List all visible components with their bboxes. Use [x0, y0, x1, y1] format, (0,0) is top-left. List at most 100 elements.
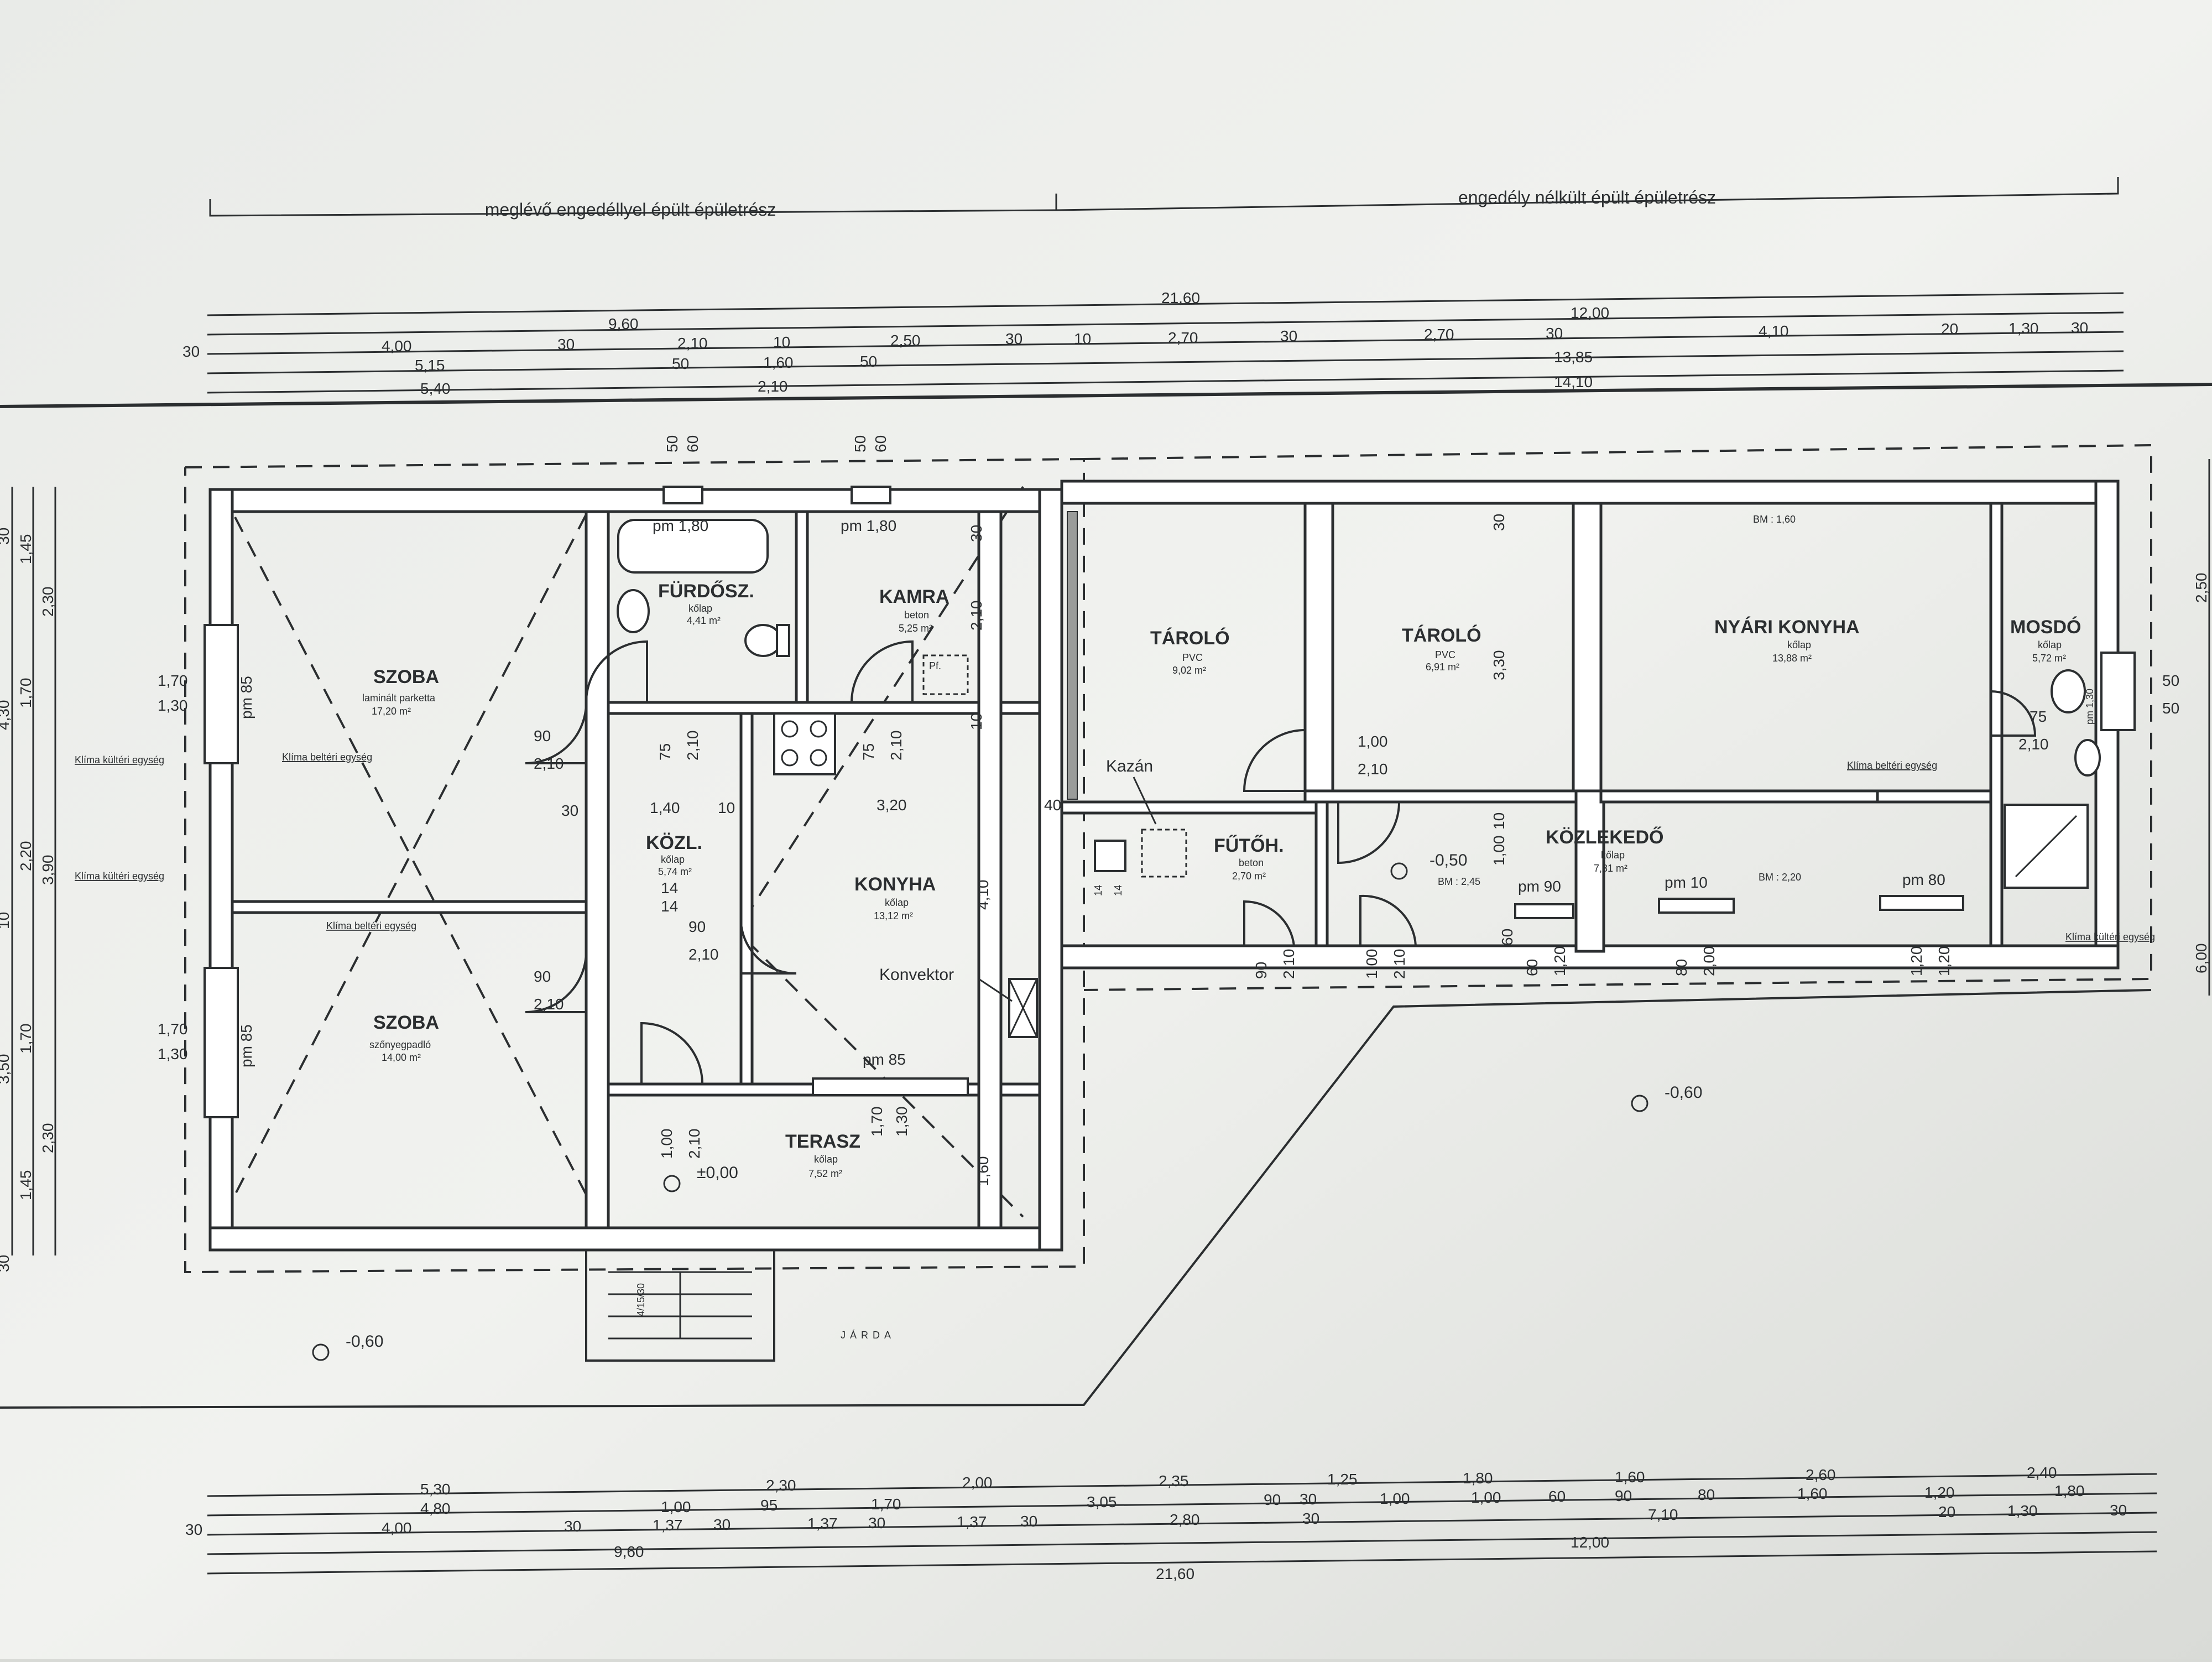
bot-r3-12: 20: [1938, 1503, 1955, 1520]
top-dimensions: 21,60 9,60 12,00 30 4,00 30 2,10 10 2,50…: [182, 289, 2124, 397]
bot-r1-1: 2,30: [766, 1477, 796, 1494]
d9-h: 2,10: [1391, 949, 1408, 980]
top-dim-r4-1: 50: [672, 355, 689, 372]
d10-h: 2,10: [2018, 736, 2049, 753]
right-dim-1: 6,00: [2193, 944, 2210, 974]
misc-2: 3,20: [877, 796, 907, 814]
pm180b: pm 1,80: [841, 517, 896, 534]
room-konyha-floor: kőlap: [885, 897, 909, 908]
klima-kulteri-label-2: Klíma kültéri egység: [75, 871, 164, 882]
bot-r2-11: 80: [1698, 1486, 1715, 1503]
room-furdo-name: FÜRDŐSZ.: [658, 581, 754, 602]
misc-18: 60: [1524, 959, 1541, 976]
bot-r3-6: 30: [868, 1514, 885, 1531]
top-dim-r4-4: 13,85: [1554, 348, 1593, 366]
bot-r2-14: 1,80: [2054, 1482, 2085, 1499]
bot-r2-3: 1,70: [871, 1496, 901, 1513]
klima-kulteri-label-3: Klíma kültéri egység: [2065, 931, 2155, 942]
room-tarolo1-floor: PVC: [1182, 652, 1203, 663]
toilet: [744, 624, 782, 657]
room-futoh-floor: beton: [1239, 857, 1264, 868]
bot-r3-13: 1,30: [2007, 1502, 2038, 1519]
bot-r3-1: 4,00: [382, 1519, 412, 1536]
room-mosdo-floor: kőlap: [2038, 639, 2062, 650]
misc-26: 1,70: [868, 1107, 885, 1137]
left-dim-9: 3,50: [0, 1054, 12, 1085]
room-kozlekedo-floor: kőlap: [1601, 850, 1625, 861]
room-kozl-name: KÖZL.: [646, 832, 702, 853]
top-dim-r5-0: 5,40: [420, 380, 451, 397]
room-szoba2-area: 14,00 m²: [382, 1052, 421, 1063]
bot-r4-1: 12,00: [1571, 1534, 1609, 1551]
misc-30: 50: [2162, 700, 2179, 717]
misc-16: 3,30: [1490, 650, 1507, 681]
pm180a: pm 1,80: [653, 517, 708, 534]
bot-r1-5: 1,80: [1463, 1470, 1493, 1487]
section-unpermitted-label: engedély nélkült épült épületrész: [1458, 187, 1716, 207]
shelving: [1067, 511, 1078, 800]
d8-w: 90: [1253, 962, 1270, 979]
room-kozlekedo-name: KÖZLEKEDŐ: [1546, 827, 1663, 848]
room-furdo-floor: kőlap: [688, 603, 712, 614]
top-dim-r4-3: 50: [860, 353, 877, 370]
d9-w: 1,00: [1363, 949, 1380, 980]
bot-r1-3: 2,35: [1159, 1472, 1189, 1489]
room-konyha-area: 13,12 m²: [874, 910, 913, 921]
misc-25: 1,00: [1490, 836, 1507, 866]
pm80: pm 80: [1902, 871, 1945, 888]
room-kamra-name: KAMRA: [879, 586, 950, 607]
windows: [204, 486, 2136, 1118]
misc-14: 4,10: [974, 880, 992, 910]
bot-r3-5: 1,37: [807, 1515, 838, 1532]
pm85-l1: pm 85: [238, 676, 255, 719]
bot-r2-1: 1,00: [661, 1498, 691, 1515]
door-swings: [525, 640, 2037, 1085]
room-szoba2-name: SZOBA: [373, 1012, 439, 1033]
misc-0: 1,40: [650, 799, 680, 816]
bot-r1-6: 1,60: [1615, 1468, 1645, 1486]
d4-w: 75: [860, 743, 877, 760]
left-dim-11: 1,45: [17, 1170, 34, 1201]
d6-h: 2,10: [686, 1129, 703, 1159]
top-dim-r3-15: 30: [2071, 319, 2088, 336]
misc-4: 30: [561, 802, 578, 819]
top-dim-r3-13: 20: [1941, 320, 1958, 337]
room-mosdo-name: MOSDÓ: [2010, 617, 2081, 638]
d1-h: 2,10: [534, 755, 564, 772]
fixtures: [617, 511, 2101, 1038]
bot-r3-7: 1,37: [957, 1513, 987, 1530]
bot-r2-5: 90: [1264, 1491, 1281, 1508]
section-brackets: meglévő engedéllyel épült épületrész eng…: [209, 177, 2119, 220]
bot-r3-11: 7,10: [1648, 1506, 1678, 1523]
misc-11: 30: [968, 525, 985, 542]
bm-220: BM : 2,20: [1759, 872, 1801, 883]
d4-h: 2,10: [888, 731, 905, 761]
top-dim-r3-14: 1,30: [2008, 320, 2039, 337]
left-dimensions: 30 1,45 2,30 1,70 4,30 2,20 3,90 10 1,70…: [0, 487, 56, 1272]
bot-r2-4: 3,05: [1087, 1493, 1117, 1510]
room-tarolo2-name: TÁROLÓ: [1402, 625, 1481, 646]
top-dim-r5-2: 14,10: [1554, 373, 1593, 390]
top-dim-overall: 21,60: [1161, 289, 1200, 306]
misc-8: 60: [684, 435, 701, 452]
misc-17: 10: [1490, 812, 1507, 830]
room-kozl-floor: kőlap: [661, 854, 685, 865]
room-tarolo2-area: 6,91 m²: [1426, 661, 1459, 673]
bot-r3-3: 1,37: [653, 1517, 683, 1534]
misc-21: 2,00: [1700, 946, 1718, 977]
misc-28: 1,60: [974, 1156, 992, 1187]
top-dim-r4-2: 1,60: [763, 354, 794, 371]
klima-kulteri-label-1: Klíma kültéri egység: [75, 754, 164, 765]
top-dim-r5-1: 2,10: [758, 378, 788, 395]
bot-r2-10: 90: [1615, 1487, 1632, 1504]
room-furdo-area: 4,41 m²: [687, 615, 721, 626]
top-dim-r3-4: 10: [773, 334, 790, 351]
entrance-stairs: [0, 989, 2152, 1409]
pm10: pm 10: [1665, 874, 1708, 891]
bot-r3-8: 30: [1020, 1513, 1037, 1530]
bottom-dimensions: 5,30 2,30 2,00 2,35 1,25 1,80 1,60 2,60 …: [185, 1464, 2157, 1582]
misc-23: 1,20: [1936, 946, 1953, 977]
left-dim-4: 4,30: [0, 700, 12, 731]
